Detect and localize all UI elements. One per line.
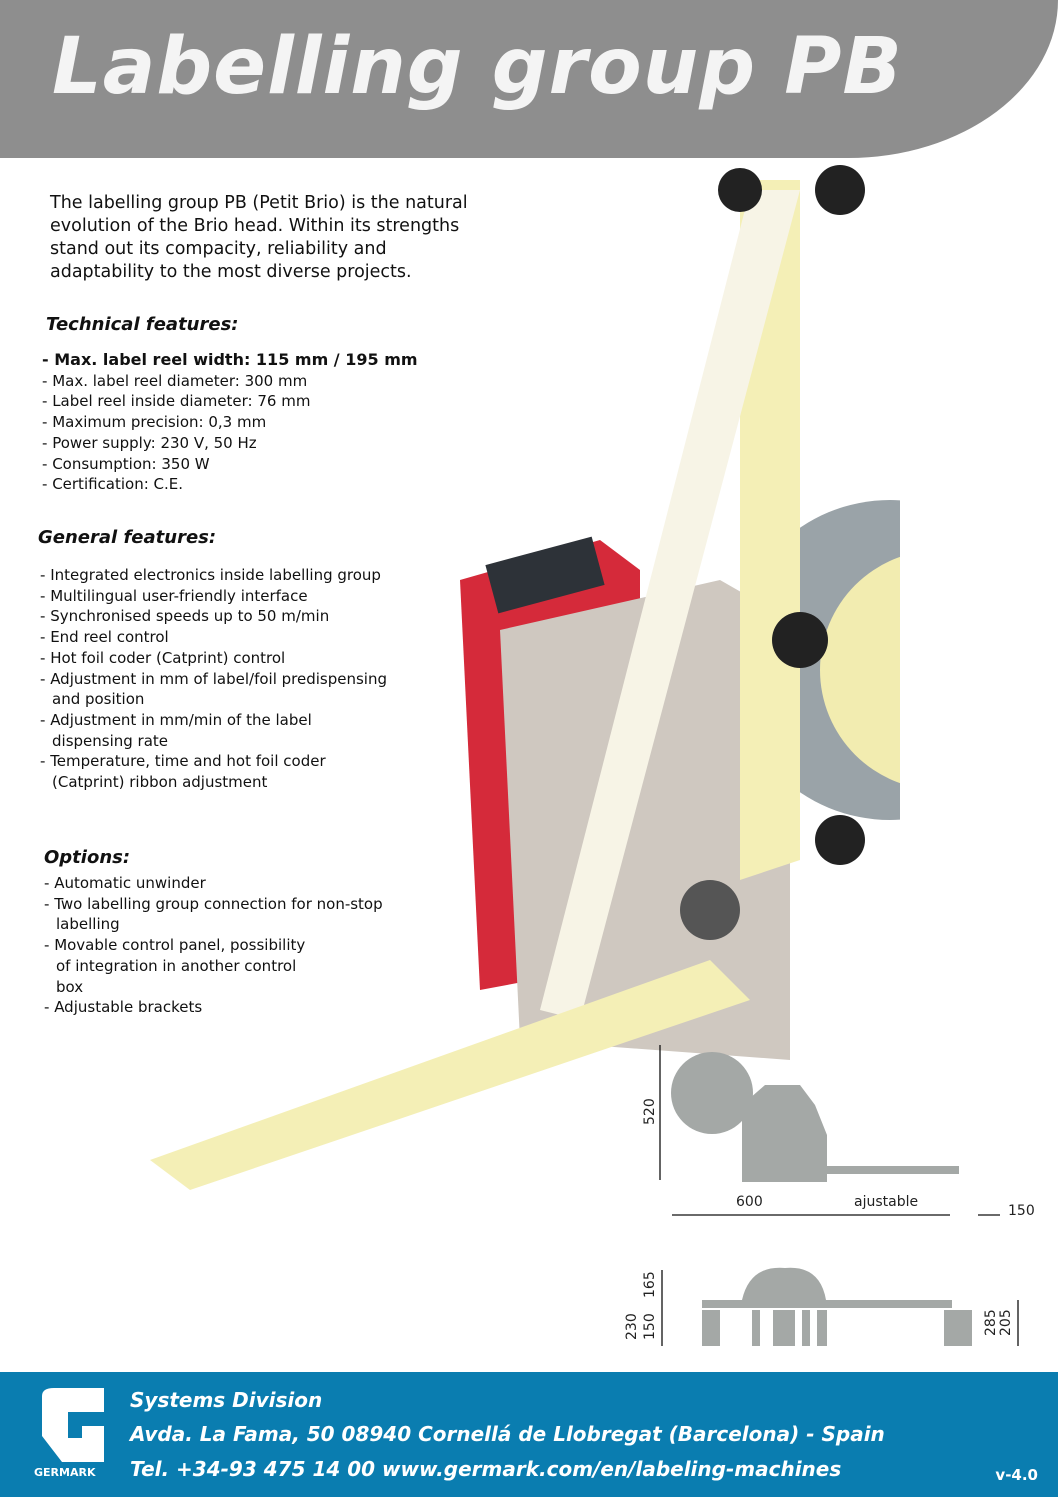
dimension-drawings: 520 600 ajustable 150 165 230 150 285 20…	[624, 1045, 1035, 1346]
list-item: Adjustment in mm of label/foil predispen…	[40, 669, 410, 710]
list-item: Temperature, time and hot foil coder (Ca…	[40, 751, 350, 792]
intro-text: The labelling group PB (Petit Brio) is t…	[50, 193, 468, 282]
dim-length: 600	[736, 1194, 763, 1210]
list-item: End reel control	[40, 627, 410, 648]
list-item: Adjustment in mm/min of the label dispen…	[40, 710, 340, 751]
dim-offset: 150	[1008, 1203, 1035, 1219]
germark-logo-icon	[42, 1388, 104, 1462]
footer-contact[interactable]: Tel. +34-93 475 14 00 www.germark.com/en…	[130, 1457, 842, 1481]
general-list: Integrated electronics inside labelling …	[40, 565, 410, 793]
list-item: Movable control panel, possibility of in…	[44, 935, 312, 997]
footer-address: Avda. La Fama, 50 08940 Cornellá de Llob…	[130, 1422, 885, 1446]
list-item: Synchronised speeds up to 50 m/min	[40, 606, 410, 627]
dim-top-upper: 165	[642, 1271, 658, 1298]
footer-division: Systems Division	[130, 1388, 323, 1412]
list-item: Consumption: 350 W	[42, 454, 418, 475]
dim-top-lower-b: 150	[642, 1313, 658, 1340]
list-item: Adjustable brackets	[44, 997, 404, 1018]
version-label: v-4.0	[995, 1466, 1038, 1484]
technical-heading: Technical features:	[46, 314, 239, 335]
roller	[772, 612, 828, 668]
dim-adjustable: ajustable	[854, 1194, 918, 1210]
list-item: Automatic unwinder	[44, 873, 404, 894]
list-item: Label reel inside diameter: 76 mm	[42, 391, 418, 412]
page-title: Labelling group PB	[52, 22, 903, 112]
dim-height: 520	[642, 1098, 658, 1125]
roller	[815, 165, 865, 215]
list-item: Maximum precision: 0,3 mm	[42, 412, 418, 433]
control-panel	[485, 536, 605, 614]
header-banner	[0, 0, 1058, 158]
list-item: Certification: C.E.	[42, 474, 418, 495]
list-item: Integrated electronics inside labelling …	[40, 565, 410, 586]
dim-top-lower-a: 230	[624, 1313, 640, 1340]
general-heading: General features:	[38, 527, 217, 548]
dim-right-b: 205	[998, 1309, 1014, 1336]
roller	[718, 168, 762, 212]
list-item: Power supply: 230 V, 50 Hz	[42, 433, 418, 454]
brand-name: GERMARK	[34, 1466, 96, 1479]
list-item: Two labelling group connection for non-s…	[44, 894, 404, 935]
label-web-lower	[150, 960, 750, 1190]
roller	[680, 880, 740, 940]
list-item: Hot foil coder (Catprint) control	[40, 648, 410, 669]
dim-right-a: 285	[983, 1309, 999, 1336]
machine-photo	[150, 165, 900, 1190]
list-item: Multilingual user-friendly interface	[40, 586, 410, 607]
roller	[815, 815, 865, 865]
list-item: Max. label reel width: 115 mm / 195 mm	[42, 350, 417, 371]
technical-list: Max. label reel width: 115 mm / 195 mm M…	[42, 350, 418, 495]
options-heading: Options:	[44, 847, 131, 868]
options-list: Automatic unwinder Two labelling group c…	[44, 873, 404, 1018]
label-strip	[540, 190, 800, 1020]
label-reel	[820, 556, 900, 784]
list-item: Max. label reel diameter: 300 mm	[42, 371, 418, 392]
footer-bar	[0, 1372, 1058, 1497]
